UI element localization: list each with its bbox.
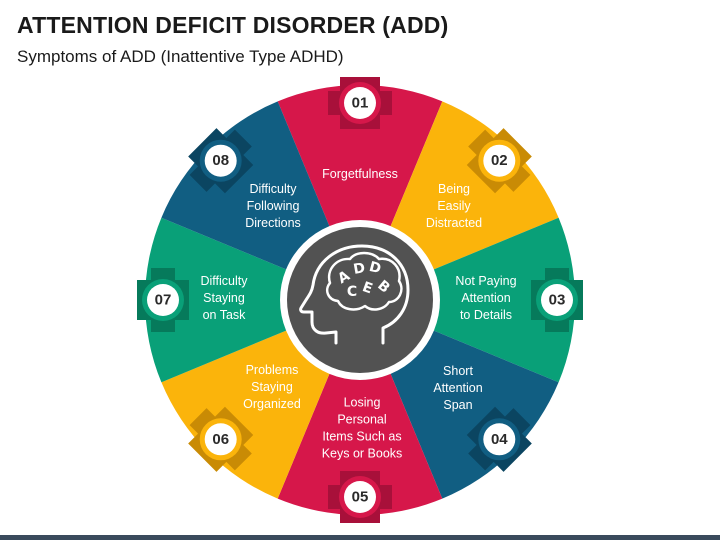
number-label-07: 07: [155, 292, 172, 309]
number-label-06: 06: [212, 431, 229, 448]
brain-letter: D: [367, 259, 382, 277]
number-badge-08: 08: [188, 128, 254, 194]
head-with-brain-letters-icon: [299, 244, 410, 345]
segment-07: [145, 217, 287, 383]
number-label-02: 02: [491, 152, 508, 169]
number-label-01: 01: [352, 95, 369, 112]
brain-letter: C: [347, 284, 357, 300]
segment-05: [277, 373, 443, 515]
number-badge-03: 03: [531, 268, 583, 332]
bottom-bar: [0, 535, 720, 540]
number-label-03: 03: [549, 292, 566, 309]
segment-01: [277, 85, 443, 227]
segment-02: [390, 101, 559, 270]
number-badge-01: 01: [328, 77, 392, 129]
number-badge-07: 07: [137, 268, 189, 332]
page-title: ATTENTION DEFICIT DISORDER (ADD): [17, 12, 449, 38]
number-badge-05: 05: [328, 471, 392, 523]
number-badge-04: 04: [466, 406, 532, 472]
number-badge-02: 02: [466, 128, 532, 194]
segment-04: [390, 330, 559, 499]
number-badge-06: 06: [188, 406, 254, 472]
segment-06: [161, 330, 330, 499]
segment-08: [161, 101, 330, 270]
number-label-08: 08: [212, 152, 229, 169]
brain-letter: D: [352, 260, 366, 278]
segment-label-01: Forgetfulness: [322, 167, 398, 181]
number-label-04: 04: [491, 431, 508, 448]
page-subtitle: Symptoms of ADD (Inattentive Type ADHD): [17, 47, 344, 66]
segment-03: [433, 217, 575, 383]
number-label-05: 05: [352, 489, 369, 506]
